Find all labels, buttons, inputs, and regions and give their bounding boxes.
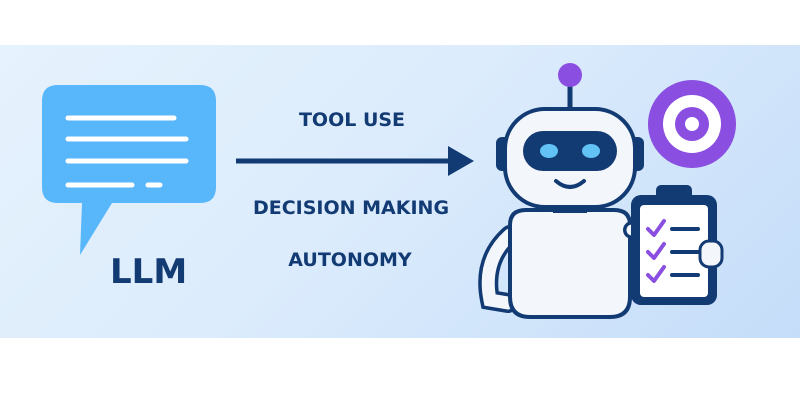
clipboard-checklist-icon [631,185,724,305]
capability-autonomy: AUTONOMY [288,249,412,271]
capability-decision-making: DECISION MAKING [253,197,449,219]
capability-tool-use: TOOL USE [299,109,405,131]
robot-icon [478,63,691,319]
arrow-right-icon [236,146,474,176]
llm-label: LLM [110,252,187,292]
target-icon [648,80,736,168]
diagram-banner: LLM TOOL USE DECISION MAKING AUTONOMY [0,45,800,338]
chat-bubble-icon [42,85,216,255]
